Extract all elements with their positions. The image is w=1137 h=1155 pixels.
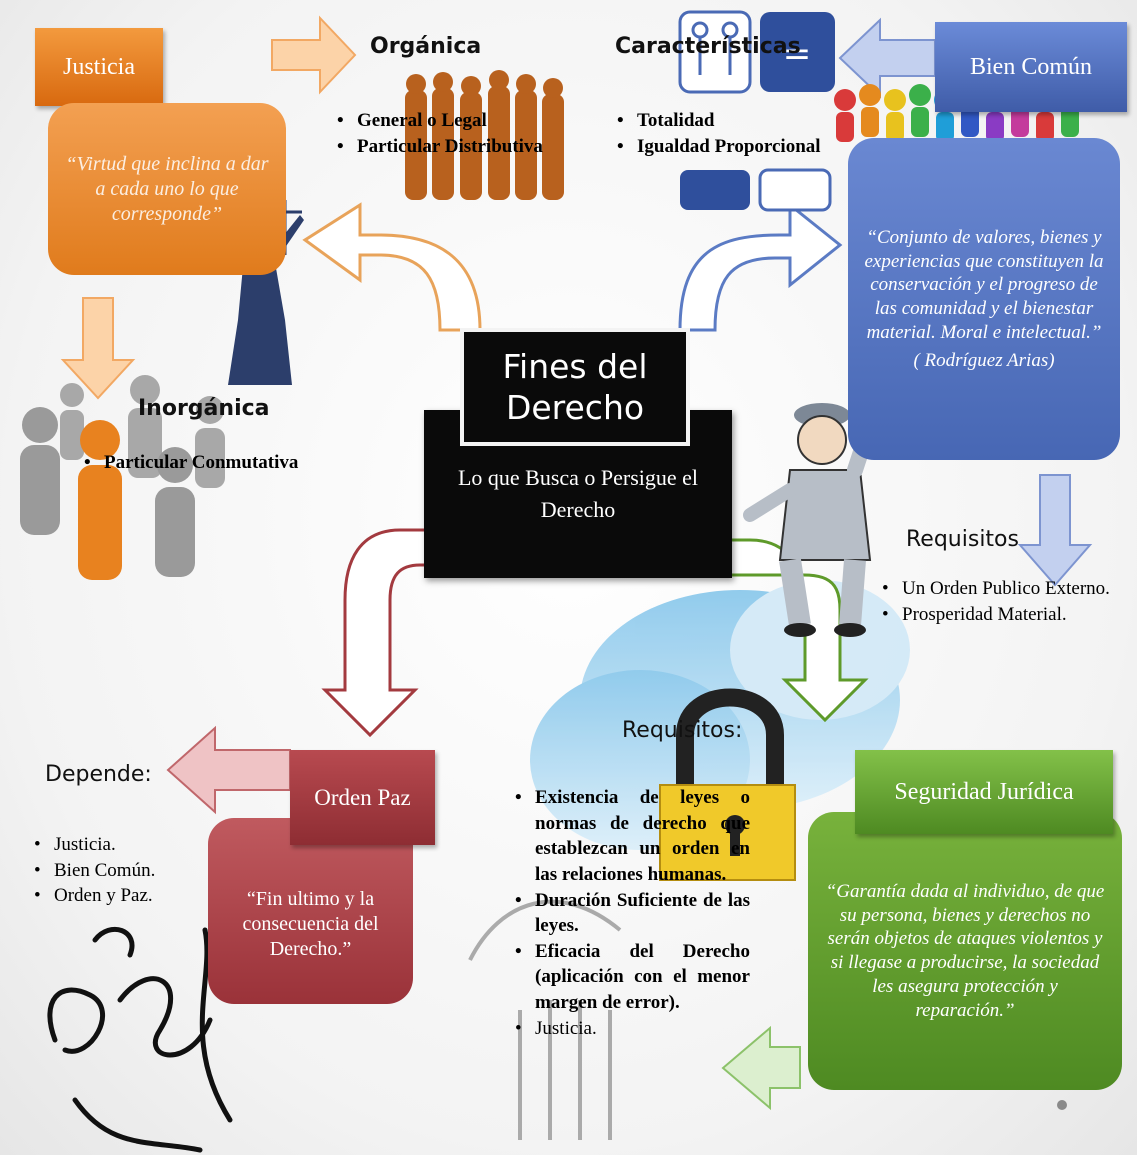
- arrow-to-orden-paz: [321, 528, 482, 738]
- policeman-icon: [743, 392, 886, 637]
- requisitos-seguridad-title: Requisitos:: [622, 718, 743, 743]
- arrow-to-inorganica: [60, 297, 136, 400]
- bien-comun-header: Bien Común: [935, 22, 1127, 112]
- seguridad-title: Seguridad Jurídica: [894, 778, 1074, 805]
- caracteristicas-title: Características: [615, 34, 801, 59]
- orden-paz-title: Orden Paz: [314, 784, 411, 810]
- list-item: Justicia.: [34, 832, 214, 858]
- depende-title: Depende:: [45, 762, 152, 787]
- justicia-title: Justicia: [63, 53, 135, 80]
- arrow-to-caracteristicas: [838, 17, 936, 99]
- justicia-definition-card: “Virtud que inclina a dar a cada uno lo …: [48, 103, 286, 275]
- requisitos-title: Requisitos: [906, 527, 1019, 552]
- list-item: Prosperidad Material.: [882, 602, 1117, 628]
- justicia-header: Justicia: [35, 28, 163, 106]
- center-subtitle: Lo que Busca o Persigue el Derecho: [457, 465, 699, 522]
- list-item: General o Legal: [337, 108, 617, 134]
- requisitos-seguridad-list: Existencia de leyes o normas de derecho …: [513, 785, 750, 1041]
- gender-equality-icon: =: [678, 10, 835, 212]
- center-title-box: Fines del Derecho: [460, 328, 690, 446]
- center-title: Fines del Derecho: [502, 346, 648, 427]
- justicia-definition: “Virtud que inclina a dar a cada uno lo …: [65, 152, 269, 225]
- list-item: Duración Suficiente de las leyes.: [515, 888, 750, 939]
- arrow-to-justicia: [302, 202, 482, 332]
- organica-list: General o Legal Particular Distributiva: [335, 108, 617, 159]
- list-item: Totalidad: [617, 108, 877, 134]
- list-item: Justicia.: [515, 1016, 750, 1042]
- list-item: Bien Común.: [34, 858, 214, 884]
- inorganica-list: Particular Conmutativa: [82, 450, 344, 476]
- page-indicator-icon: [1057, 1100, 1067, 1110]
- seguridad-definition-card: “Garantía dada al individuo, de que su p…: [808, 812, 1122, 1090]
- arrow-to-depende: [166, 725, 291, 815]
- inorganica-title: Inorgánica: [138, 396, 270, 421]
- orden-paz-header: Orden Paz: [290, 750, 435, 845]
- bien-comun-title: Bien Común: [969, 53, 1092, 80]
- list-item: Eficacia del Derecho (aplicación con el …: [515, 939, 750, 1016]
- organica-title: Orgánica: [370, 34, 482, 59]
- requisitos-list: Un Orden Publico Externo. Prosperidad Ma…: [880, 576, 1117, 627]
- list-item: Un Orden Publico Externo.: [882, 576, 1117, 602]
- list-item: Igualdad Proporcional: [617, 134, 877, 160]
- depende-list: Justicia. Bien Común. Orden y Paz.: [32, 832, 214, 909]
- arrow-to-organica: [271, 15, 357, 95]
- orden-paz-definition: “Fin ultimo y la consecuencia del Derech…: [242, 887, 379, 960]
- orden-paz-definition-card: “Fin ultimo y la consecuencia del Derech…: [208, 818, 413, 1004]
- arrow-to-requisitos-seguridad: [721, 1025, 801, 1111]
- arrow-to-bien-comun: [678, 201, 843, 332]
- list-item: Orden y Paz.: [34, 883, 214, 909]
- list-item: Particular Conmutativa: [84, 450, 344, 476]
- list-item: Existencia de leyes o normas de derecho …: [515, 785, 750, 888]
- bien-comun-definition-card: “Conjunto de valores, bienes y experienc…: [848, 138, 1120, 460]
- svg-text:=: =: [783, 34, 812, 74]
- arrow-to-requisitos: [1017, 474, 1093, 587]
- seguridad-header: Seguridad Jurídica: [855, 750, 1113, 834]
- list-item: Particular Distributiva: [337, 134, 617, 160]
- signature-scribble-icon: [47, 926, 233, 1153]
- caracteristicas-list: Totalidad Igualdad Proporcional: [615, 108, 877, 159]
- bien-comun-definition: “Conjunto de valores, bienes y experienc…: [864, 226, 1104, 343]
- bien-comun-author: ( Rodríguez Arias): [913, 349, 1055, 371]
- seguridad-definition: “Garantía dada al individuo, de que su p…: [825, 880, 1105, 1021]
